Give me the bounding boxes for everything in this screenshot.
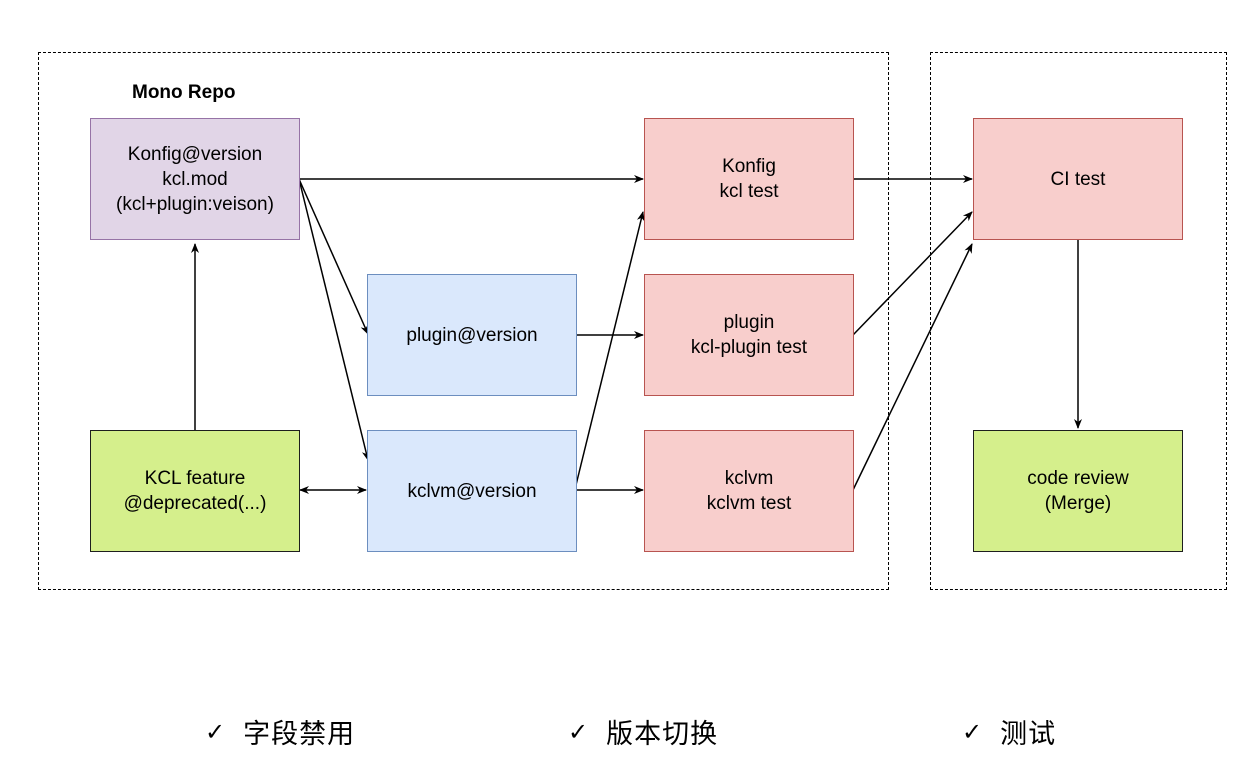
plugin-test-line-1: plugin: [723, 312, 775, 333]
konfig-test-line-1: Konfig: [722, 156, 776, 177]
legend-item-version-switch: ✓ 版本切换: [568, 712, 718, 751]
kcl-feature-node: KCL feature @deprecated(...): [90, 430, 300, 552]
mono-repo-title: Mono Repo: [132, 82, 236, 103]
plugin-version-node: plugin@version: [367, 274, 577, 396]
plugin-test-line-2: kcl-plugin test: [690, 337, 808, 358]
edge-konfig-to-kclvm: [298, 178, 370, 461]
edge-kclvm-to-konfig-test: [575, 211, 645, 486]
legend-label: 测试: [1000, 719, 1057, 750]
kclvm-test-node: kclvm kclvm test: [644, 430, 854, 552]
kclvm-version-label: kclvm@version: [407, 480, 537, 502]
konfig-version-line-3: (kcl+plugin:veison): [116, 193, 274, 215]
edge-kclvm-test-to-ci: [852, 243, 973, 491]
edge-plugin-test-to-ci: [852, 211, 973, 336]
kclvm-test-line-1: kclvm: [724, 468, 774, 489]
konfig-version-node: Konfig@version kcl.mod (kcl+plugin:veiso…: [90, 118, 300, 240]
edge-konfig-to-plugin: [298, 178, 369, 335]
checkmark-icon: ✓: [568, 717, 589, 746]
kclvm-version-node: kclvm@version: [367, 430, 577, 552]
ci-test-node: CI test: [973, 118, 1183, 240]
code-review-line-1: code review: [1027, 468, 1129, 489]
kcl-feature-line-1: KCL feature: [144, 468, 246, 489]
konfig-version-line-1: Konfig@version: [127, 143, 263, 165]
code-review-node: code review (Merge): [973, 430, 1183, 552]
mono-repo-group: [38, 52, 889, 590]
legend-item-field-disable: ✓ 字段禁用: [205, 712, 355, 751]
legend-label: 字段禁用: [243, 719, 356, 750]
konfig-test-node: Konfig kcl test: [644, 118, 854, 240]
kclvm-test-line-2: kclvm test: [706, 493, 792, 514]
checkmark-icon: ✓: [962, 717, 983, 746]
kcl-feature-line-2: @deprecated(...): [123, 493, 267, 514]
plugin-version-label: plugin@version: [406, 324, 538, 346]
legend-label: 版本切换: [606, 719, 719, 750]
legend-item-testing: ✓ 测试: [962, 712, 1056, 751]
konfig-version-line-2: kcl.mod: [162, 168, 228, 190]
ci-group: [930, 52, 1227, 590]
konfig-test-line-2: kcl test: [719, 181, 779, 202]
code-review-line-2: (Merge): [1044, 493, 1112, 514]
checkmark-icon: ✓: [205, 717, 226, 746]
plugin-test-node: plugin kcl-plugin test: [644, 274, 854, 396]
ci-test-label: CI test: [1050, 168, 1106, 190]
